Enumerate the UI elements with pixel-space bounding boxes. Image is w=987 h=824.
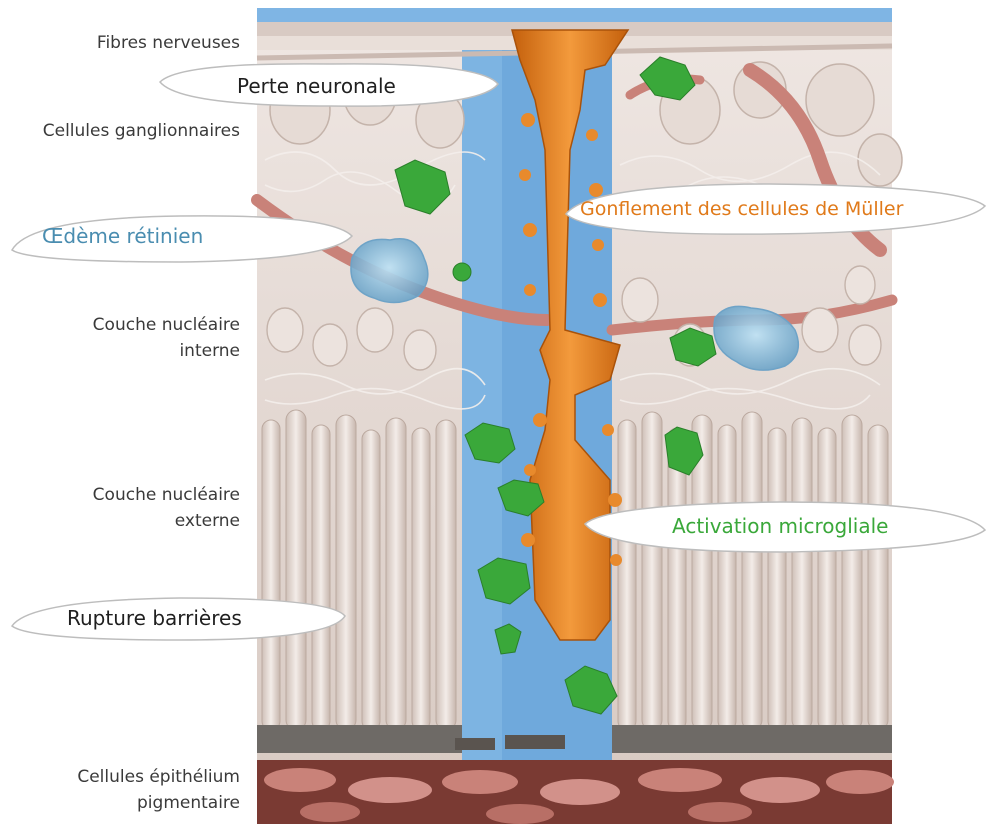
callout-microglial-activation: Activation microgliale [672,514,888,538]
label-inner-nuclear-layer: Couche nucléaire interne [40,312,240,364]
label-outer-nuclear-layer: Couche nucléaire externe [40,482,240,534]
label-rpe: Cellules épithélium pigmentaire [20,764,240,816]
photoreceptor-columns-right [618,412,888,730]
callout-muller-swelling: Gonflement des cellules de Müller [580,198,903,220]
callout-barrier-rupture: Rupture barrières [67,606,242,630]
label-nerve-fibers: Fibres nerveuses [40,30,240,56]
callout-retinal-edema: Œdème rétinien [42,224,203,248]
label-ganglion-cells: Cellules ganglionnaires [8,118,240,144]
callout-neuronal-loss: Perte neuronale [237,74,396,98]
rpe-layer [257,760,894,824]
